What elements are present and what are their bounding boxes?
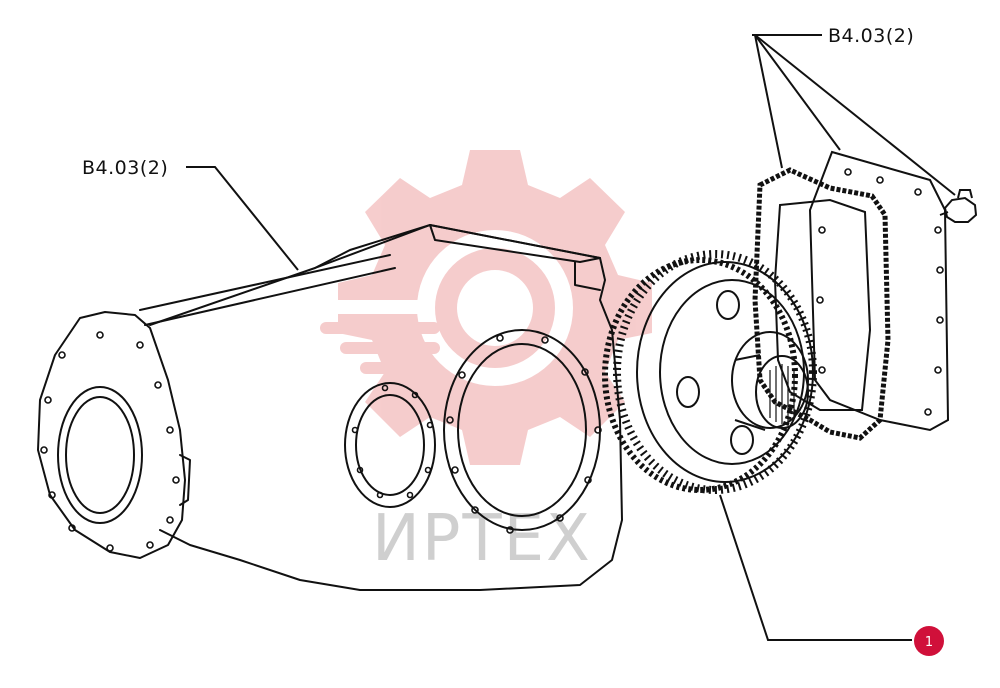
part-callout-number: 1	[925, 635, 933, 650]
part-callout-circle[interactable]	[914, 626, 944, 656]
transmission-housing-icon	[37, 224, 623, 591]
watermark-text: ИРТЕХ	[372, 502, 592, 576]
cover-plate-icon	[808, 150, 950, 432]
leader-lines	[186, 34, 956, 641]
reference-label-left: B4.03(2)	[82, 157, 168, 179]
bolt-icon	[939, 189, 978, 223]
reference-label-top-right: B4.03(2)	[828, 25, 914, 47]
spur-gear-icon	[602, 250, 817, 494]
gasket-icon	[752, 167, 891, 441]
part-callout-1[interactable]: 1	[914, 626, 944, 656]
